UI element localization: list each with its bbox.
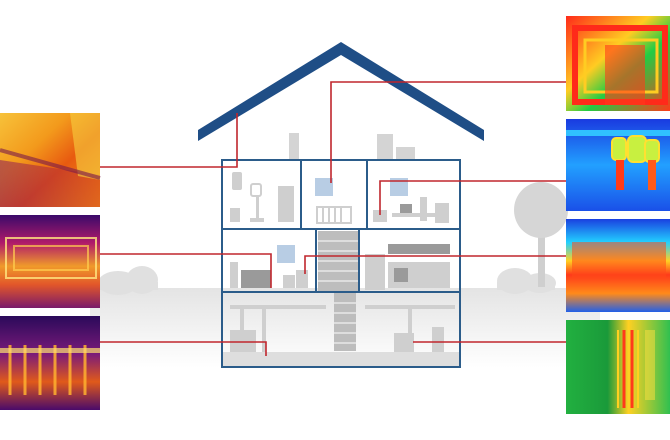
window	[315, 178, 333, 196]
callout-line	[100, 341, 267, 356]
attic-box	[289, 133, 299, 159]
house-roof	[198, 42, 484, 141]
floor-heating-thermal	[0, 215, 100, 308]
kitchen-furniture	[365, 244, 450, 290]
living-room-furniture	[230, 262, 308, 288]
basement-equipment	[230, 305, 455, 352]
ceiling-corner-thermal	[0, 113, 101, 207]
callout-line	[100, 253, 272, 288]
boiler-pipes-thermal	[566, 320, 670, 414]
callout-line	[304, 255, 566, 274]
house-structure	[221, 159, 461, 368]
callout-line	[379, 180, 566, 215]
callout-line	[330, 81, 566, 183]
bush-right-icon	[497, 268, 556, 294]
bathroom-furniture	[230, 172, 294, 222]
pipe-valves-thermal	[566, 119, 670, 211]
crib-icon	[316, 206, 352, 224]
attic-box	[396, 147, 415, 159]
callout-lines	[100, 81, 566, 356]
window	[390, 178, 408, 196]
study-furniture	[373, 197, 449, 223]
wall-radiator-thermal	[566, 219, 670, 312]
attic-box	[377, 134, 393, 159]
window	[277, 245, 295, 263]
window-frame-thermal	[566, 16, 670, 111]
radiator-pipes-thermal	[0, 316, 100, 410]
basement-floor	[223, 352, 459, 366]
bush-left-icon	[98, 266, 158, 295]
callout-line	[100, 113, 238, 168]
